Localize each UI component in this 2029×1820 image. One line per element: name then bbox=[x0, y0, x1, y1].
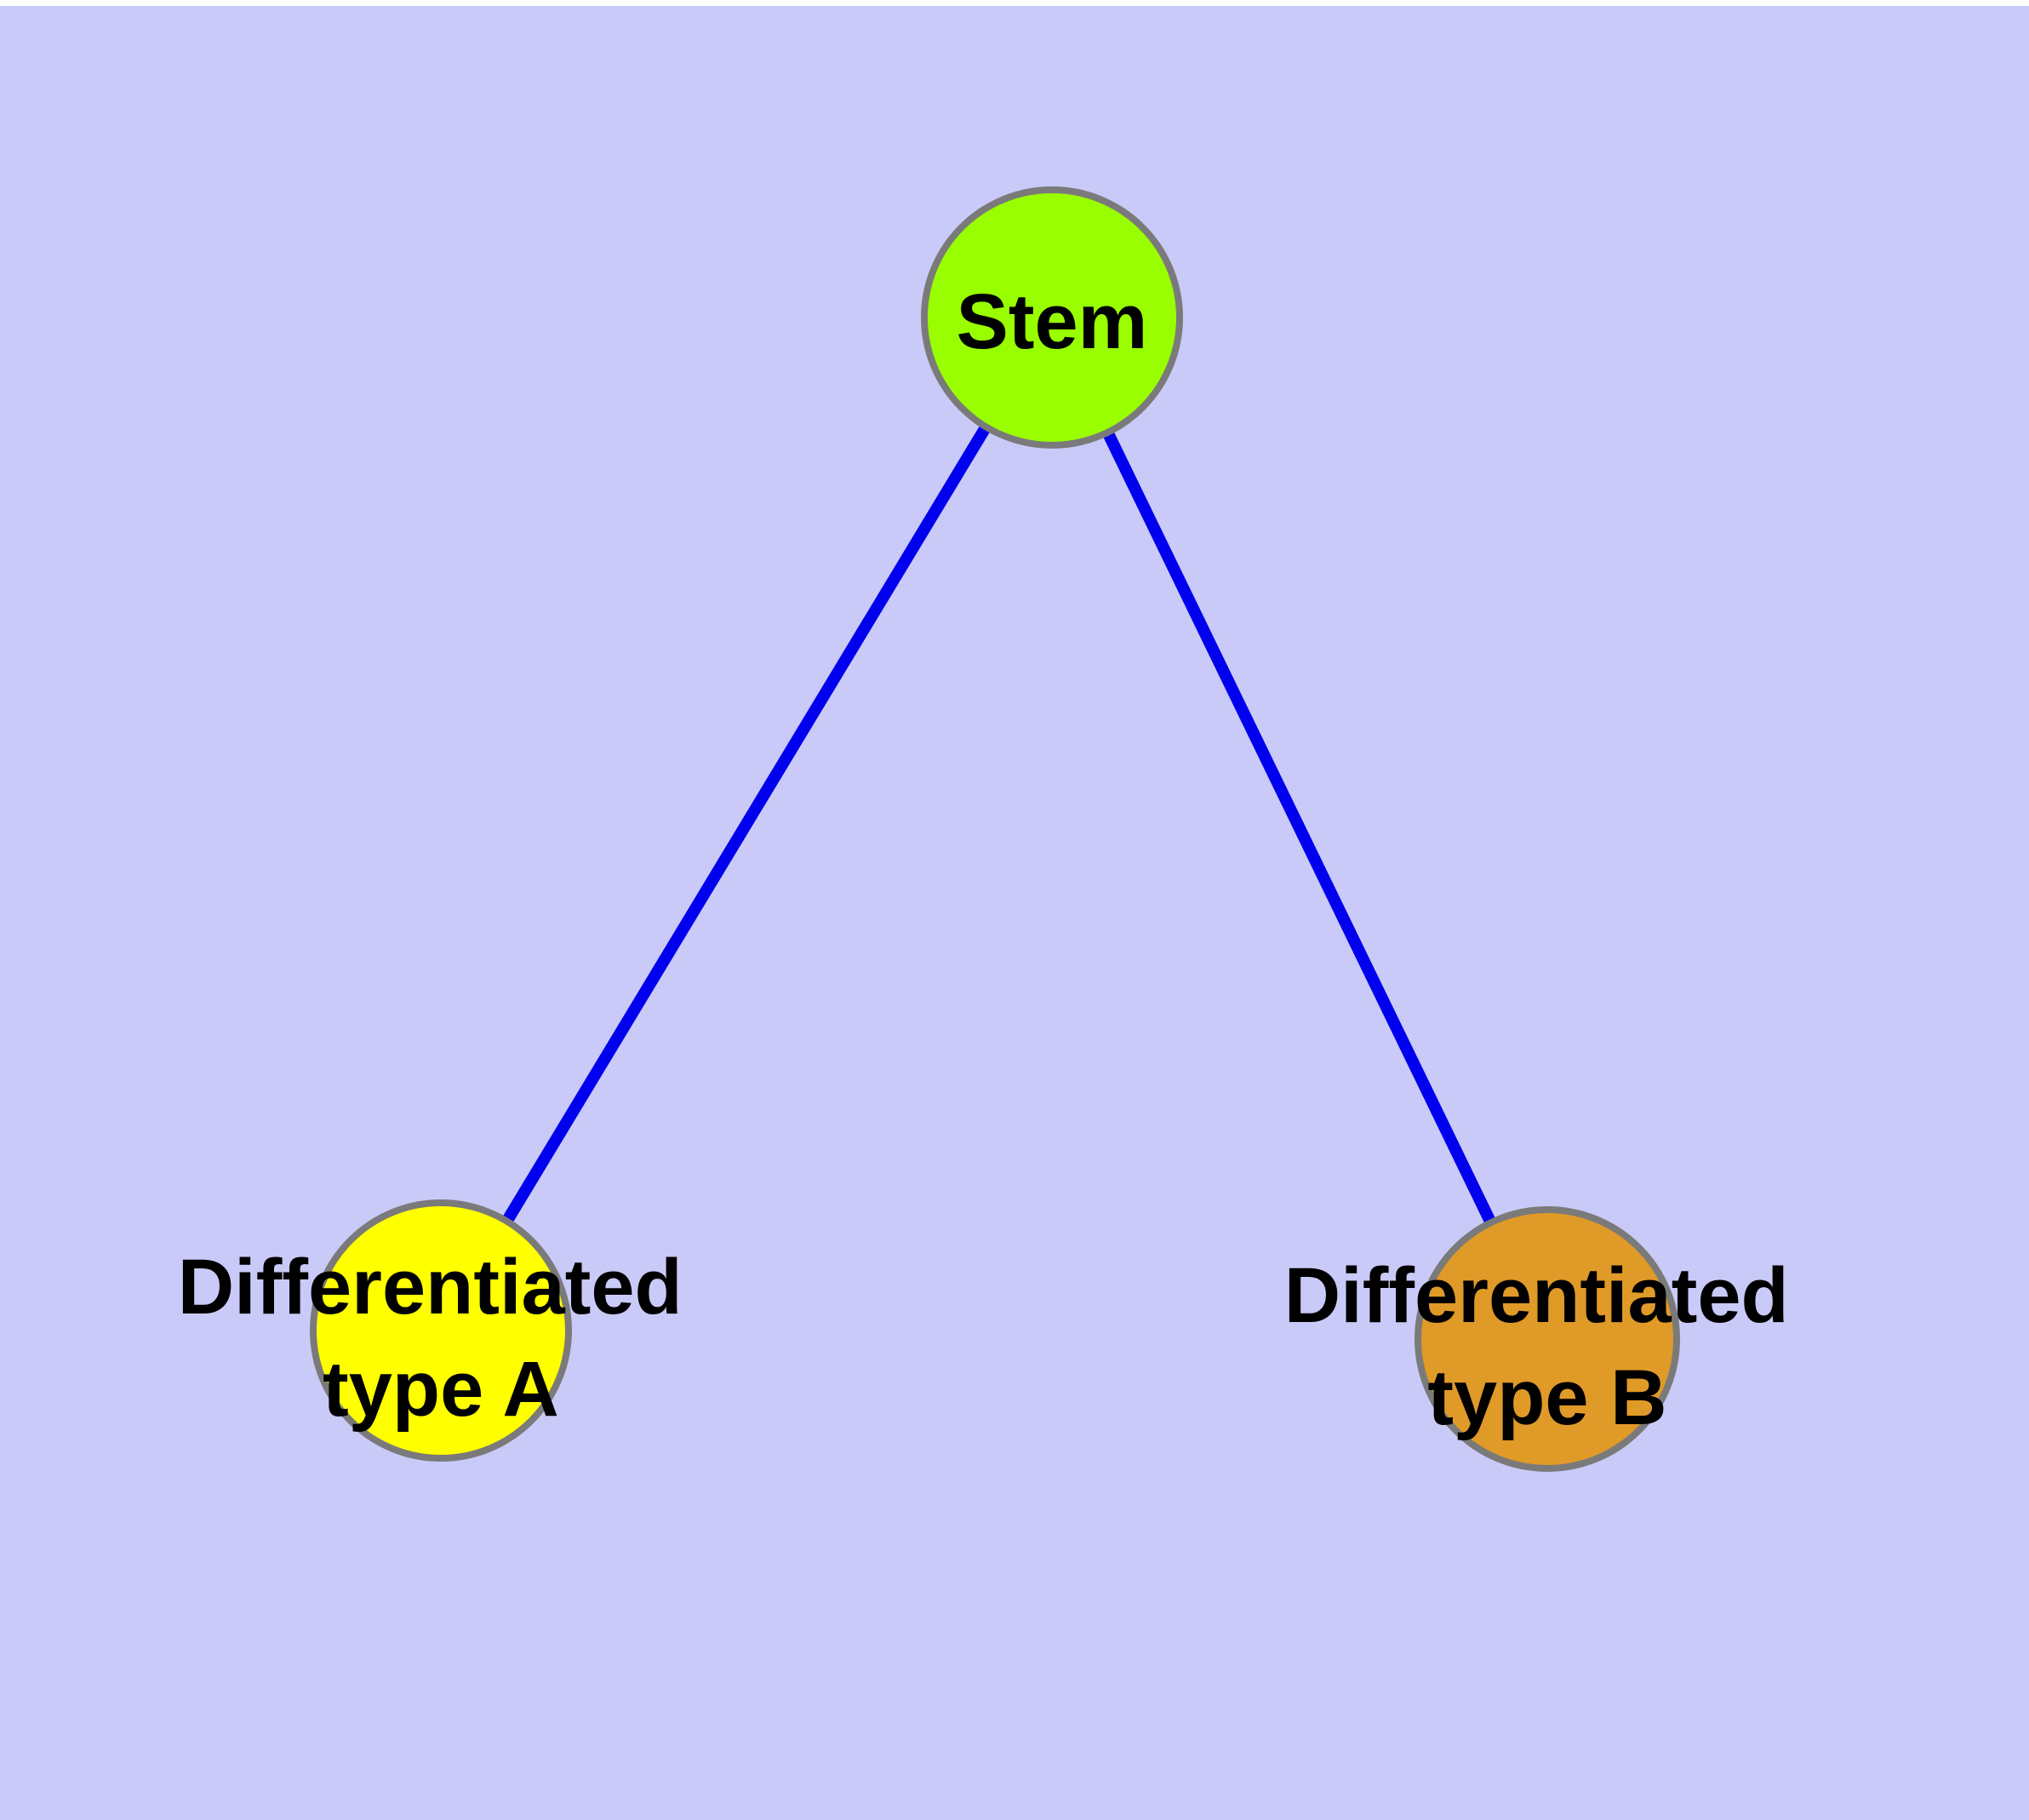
type-b-node-label: Differentiated type B bbox=[1284, 1252, 1811, 1441]
type-b-node bbox=[1415, 1206, 1680, 1472]
stem-node-label: Stem bbox=[957, 278, 1148, 365]
stem-node bbox=[921, 186, 1183, 449]
type-b-label-line1: Differentiated bbox=[1284, 1252, 1789, 1339]
type-a-node bbox=[310, 1199, 572, 1462]
edge-stem-to-type-a bbox=[436, 314, 1057, 1334]
type-a-label-line1: Differentiated bbox=[178, 1244, 683, 1331]
type-b-label-line2: type B bbox=[1427, 1354, 1666, 1441]
type-a-node-label: Differentiated type A bbox=[178, 1244, 705, 1433]
type-a-label-line2: type A bbox=[323, 1346, 559, 1433]
edge-stem-to-type-b bbox=[1046, 314, 1553, 1342]
